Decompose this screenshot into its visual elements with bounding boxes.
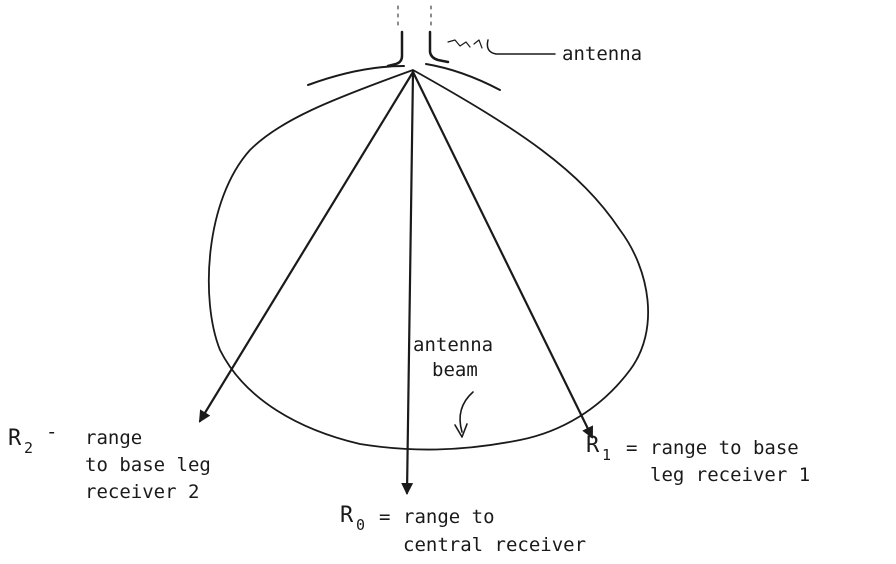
range-arrow-r0 — [401, 70, 415, 495]
antenna-leader-line — [486, 39, 556, 55]
antenna-label: antenna — [562, 43, 642, 65]
antenna-structure — [307, 5, 501, 91]
r1-separator: = — [626, 437, 637, 459]
r0-symbol: R — [340, 503, 354, 528]
beam-pointer-arrowhead — [454, 423, 468, 438]
antenna-beam-label-line1: antenna — [413, 334, 493, 356]
r2-subscript: 2 — [24, 439, 33, 457]
r1-line1: range to base — [650, 437, 799, 459]
r2-separator: - — [46, 421, 57, 443]
r2-label: R 2 - range to base leg receiver 2 — [8, 421, 211, 503]
range-arrow-r1 — [411, 70, 594, 439]
antenna-beam-label-line2: beam — [432, 359, 478, 381]
r0-line1: range to — [403, 506, 495, 528]
r2-symbol: R — [8, 426, 22, 451]
r2-line3: receiver 2 — [85, 481, 199, 503]
r1-subscript: 1 — [602, 446, 611, 464]
r2-line1: range — [85, 427, 142, 449]
r2-line2: to base leg — [85, 454, 211, 476]
r0-line2: central receiver — [403, 534, 586, 556]
r0-subscript: 0 — [356, 516, 365, 534]
r1-label: R 1 = range to base leg receiver 1 — [586, 433, 810, 486]
beam-pointer-arrow — [459, 391, 474, 433]
r0-label: R 0 = range to central receiver — [340, 503, 586, 556]
antenna-beam-outline — [207, 69, 649, 451]
range-arrow-r2 — [198, 70, 415, 423]
r1-line2: leg receiver 1 — [650, 464, 810, 486]
r1-symbol: R — [586, 433, 600, 458]
r0-separator: = — [379, 506, 390, 528]
